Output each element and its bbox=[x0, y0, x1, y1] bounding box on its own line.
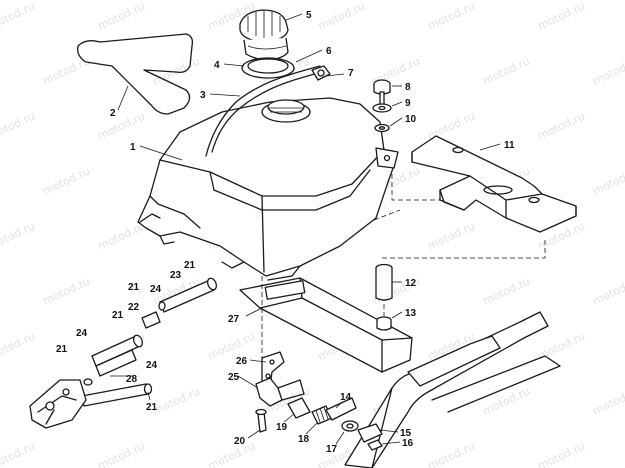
callout-14: 14 bbox=[340, 392, 352, 403]
watermark-text: motod.ru bbox=[0, 0, 37, 33]
watermark-text: motod.ru bbox=[481, 55, 532, 88]
watermark-text: motod.ru bbox=[96, 0, 147, 33]
watermark-text: motod.ru bbox=[591, 385, 625, 418]
callout-21b: 21 bbox=[128, 282, 140, 293]
callout-27: 27 bbox=[228, 314, 240, 325]
callout-17: 17 bbox=[326, 444, 338, 455]
watermark-text: motod.ru bbox=[591, 275, 625, 308]
callout-7: 7 bbox=[348, 68, 354, 79]
spacer-and-nut bbox=[375, 263, 393, 331]
vent-hose bbox=[205, 65, 323, 157]
callout-24c: 24 bbox=[146, 360, 158, 371]
callout-23: 23 bbox=[170, 270, 182, 281]
callout-6: 6 bbox=[326, 46, 332, 57]
watermark-text: motod.ru bbox=[591, 165, 625, 198]
callout-21d: 21 bbox=[56, 344, 68, 355]
watermark-text: motod.ru bbox=[41, 55, 92, 88]
callout-10: 10 bbox=[405, 114, 417, 125]
callout-12: 12 bbox=[405, 278, 417, 289]
watermark-text: motod.ru bbox=[426, 220, 477, 253]
watermark-text: motod.ru bbox=[96, 110, 147, 143]
callout-26: 26 bbox=[236, 356, 248, 367]
bolt-washer-set bbox=[372, 79, 392, 133]
callout-13: 13 bbox=[405, 308, 417, 319]
callout-18: 18 bbox=[298, 434, 310, 445]
watermark-text: motod.ru bbox=[206, 330, 257, 363]
watermark-text: motod.ru bbox=[151, 385, 202, 418]
watermark-text: motod.ru bbox=[41, 165, 92, 198]
callout-19: 19 bbox=[276, 422, 288, 433]
callout-3: 3 bbox=[200, 90, 206, 101]
callout-1: 1 bbox=[130, 142, 136, 153]
watermark-text: motod.ru bbox=[0, 330, 37, 363]
fuel-cap-assembly bbox=[239, 9, 331, 81]
watermark-text: motod.ru bbox=[426, 440, 477, 468]
callout-21c: 21 bbox=[112, 310, 124, 321]
watermark-text: motod.ru bbox=[536, 110, 587, 143]
callout-28: 28 bbox=[126, 374, 138, 385]
watermark-text: motod.ru bbox=[0, 220, 37, 253]
fuel-tank bbox=[137, 97, 399, 300]
leader-lines bbox=[110, 13, 501, 445]
watermark-text: motod.ru bbox=[0, 440, 37, 468]
callout-labels: 1 2 3 4 5 6 7 8 9 10 11 12 13 14 15 16 1… bbox=[56, 10, 515, 455]
watermark-text: motod.ru bbox=[536, 0, 587, 33]
callout-5: 5 bbox=[306, 10, 312, 21]
callout-25: 25 bbox=[228, 372, 240, 383]
watermark-text: motod.ru bbox=[591, 55, 625, 88]
callout-22: 22 bbox=[128, 302, 140, 313]
fuel-valve-assembly bbox=[255, 351, 383, 451]
watermark-text: motod.ru bbox=[41, 275, 92, 308]
callout-4: 4 bbox=[214, 60, 220, 71]
callout-2: 2 bbox=[110, 108, 116, 119]
callout-24a: 24 bbox=[150, 284, 162, 295]
foam-pad bbox=[77, 33, 194, 115]
callout-21e: 21 bbox=[146, 402, 158, 413]
watermark-text: motod.ru bbox=[316, 0, 367, 33]
frame-rails bbox=[239, 277, 561, 468]
watermark-text: motod.ru bbox=[206, 440, 257, 468]
callout-15: 15 bbox=[400, 428, 412, 439]
watermark-text: motod.ru bbox=[536, 330, 587, 363]
callout-9: 9 bbox=[405, 98, 411, 109]
watermark-text: motod.ru bbox=[481, 275, 532, 308]
callout-21a: 21 bbox=[184, 260, 196, 271]
watermark-text: motod.ru bbox=[96, 440, 147, 468]
callout-16: 16 bbox=[402, 438, 414, 449]
watermark-text: motod.ru bbox=[481, 385, 532, 418]
callout-8: 8 bbox=[405, 82, 411, 93]
watermark-text: motod.ru bbox=[536, 440, 587, 468]
watermark-text: motod.ru bbox=[96, 220, 147, 253]
mount-bracket bbox=[411, 135, 577, 233]
watermark-text: motod.ru bbox=[0, 110, 37, 143]
callout-11: 11 bbox=[504, 140, 515, 151]
watermark-text: motod.ru bbox=[426, 0, 477, 33]
fuel-line-assembly bbox=[29, 277, 218, 429]
callout-20: 20 bbox=[234, 436, 246, 447]
callout-24b: 24 bbox=[76, 328, 88, 339]
